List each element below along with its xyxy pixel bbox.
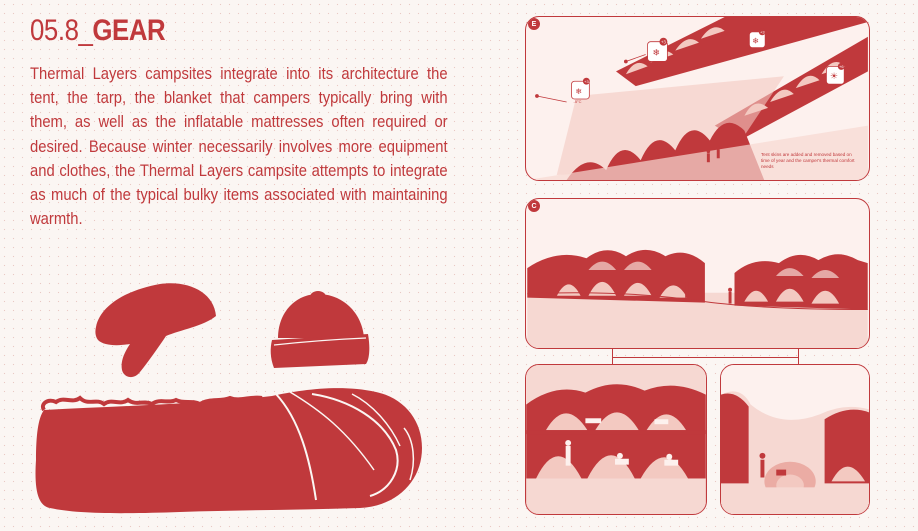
snowflake-icon: ❄ [653, 49, 660, 59]
callout-cold-2: ❄ +3 0°C [748, 28, 766, 53]
winter-hat-icon [270, 291, 370, 368]
callout-cold-3: ❄ +3 -5°C [571, 77, 590, 104]
section-detail-left-panel [525, 364, 707, 515]
callout-temperature: -5°C [574, 99, 582, 104]
callout-delta: +3 [661, 40, 666, 45]
connector-line [798, 349, 799, 357]
connector-line [612, 357, 799, 358]
callout-delta: +3 [760, 30, 765, 35]
section-drawing [527, 249, 868, 348]
axonometric-drawing: ❄ +3 -25°C ❄ +3 0°C ❄ +3 -5°C ☀ +6 [527, 17, 868, 180]
callout-delta: +3 [584, 79, 589, 84]
mitten-icon [95, 283, 216, 378]
section-title: GEAR [92, 14, 166, 47]
callout-temperature: 0°C [752, 48, 759, 53]
campsite-section-panel: C [525, 198, 870, 349]
section-detail-right-panel [720, 364, 870, 515]
sleeping-bag-icon [35, 388, 423, 514]
sun-icon: ☀ [830, 72, 838, 82]
callout-warm: ☀ +6 [826, 62, 845, 85]
section-number: 05.8_ [30, 14, 93, 47]
connector-line [612, 357, 613, 364]
callout-temperature: -25°C [650, 62, 661, 67]
panel-label-e: E [528, 18, 540, 30]
page-title: 05.8_GEAR [30, 14, 166, 48]
section-detail-left-drawing [526, 365, 706, 514]
callout-delta: +6 [839, 64, 844, 69]
connector-line [798, 357, 799, 364]
snowflake-icon: ❄ [752, 37, 759, 46]
section-detail-right-drawing [721, 365, 869, 514]
description-paragraph: Thermal Layers campsites integrate into … [30, 64, 448, 229]
snowflake-icon: ❄ [575, 87, 582, 96]
campsite-axonometric-panel: E ❄ +3 -25°C [525, 16, 870, 181]
callout-cold-1: ❄ +3 -25°C [647, 37, 668, 67]
panel-label-c: C [528, 200, 540, 212]
panel-note: Tent skins are added and removed based o… [761, 152, 855, 169]
connector-line [612, 349, 613, 357]
